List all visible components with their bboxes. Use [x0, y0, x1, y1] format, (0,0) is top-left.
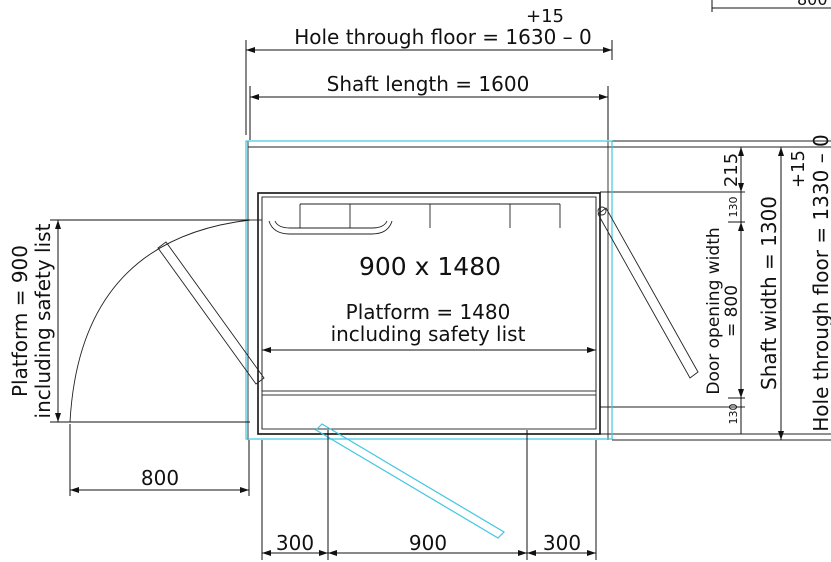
top-gap-label: 215 [721, 153, 742, 187]
platform-length-line2: including safety list [331, 322, 526, 346]
handrail [268, 203, 561, 235]
bottom-reference-lines [261, 430, 597, 560]
bottom-dimensions: 300 900 300 [262, 531, 596, 556]
shaft-width-dimension: Shaft width = 1300 [757, 147, 784, 440]
hole-length-dimension: +15 Hole through floor = 1630 – 0 [245, 6, 613, 135]
platform-width-line2: including safety list [31, 223, 55, 418]
hole-length-label: Hole through floor = 1630 – 0 [294, 25, 592, 49]
platform-length-line1: Platform = 1480 [346, 300, 511, 324]
hole-through-floor-outline [245, 140, 613, 440]
hole-width-tolerance: +15 [788, 150, 809, 188]
bottom-dim-right: 300 [543, 531, 581, 555]
top-right-fragment-label: 800 [797, 0, 828, 9]
platform-size-label: 900 x 1480 [359, 252, 501, 281]
bottom-dim-middle: 900 [409, 531, 447, 555]
hole-width-dimension: +15 Hole through floor = 1330 – 0 [788, 134, 831, 432]
right-dimension-chain: 215 130 Door opening width = 800 130 [704, 147, 745, 434]
swing-width-dimension: 800 [69, 424, 250, 496]
right-door [597, 206, 699, 379]
shaft-length-label: Shaft length = 1600 [327, 72, 530, 96]
shaft-width-label: Shaft width = 1300 [757, 196, 781, 390]
hole-length-tolerance: +15 [526, 6, 564, 27]
top-gap-small-label: 130 [727, 197, 740, 218]
swing-width-label: 800 [141, 466, 179, 490]
lift-platform [257, 192, 601, 435]
platform-width-dimension: Platform = 900 including safety list [8, 219, 250, 423]
bottom-dim-left: 300 [276, 531, 314, 555]
shaft-length-dimension: Shaft length = 1600 [249, 72, 609, 140]
door-opening-line1: Door opening width [704, 227, 724, 394]
platform-width-line1: Platform = 900 [8, 245, 32, 397]
bottom-gap-small-label: 130 [727, 404, 740, 425]
door-opening-line2: = 800 [722, 285, 742, 337]
platform-length-dimension [262, 347, 596, 353]
hole-width-label: Hole through floor = 1330 – 0 [809, 134, 831, 432]
left-swing-door [69, 219, 265, 423]
top-right-fragment: 800 [711, 0, 831, 12]
bottom-door [315, 423, 505, 539]
